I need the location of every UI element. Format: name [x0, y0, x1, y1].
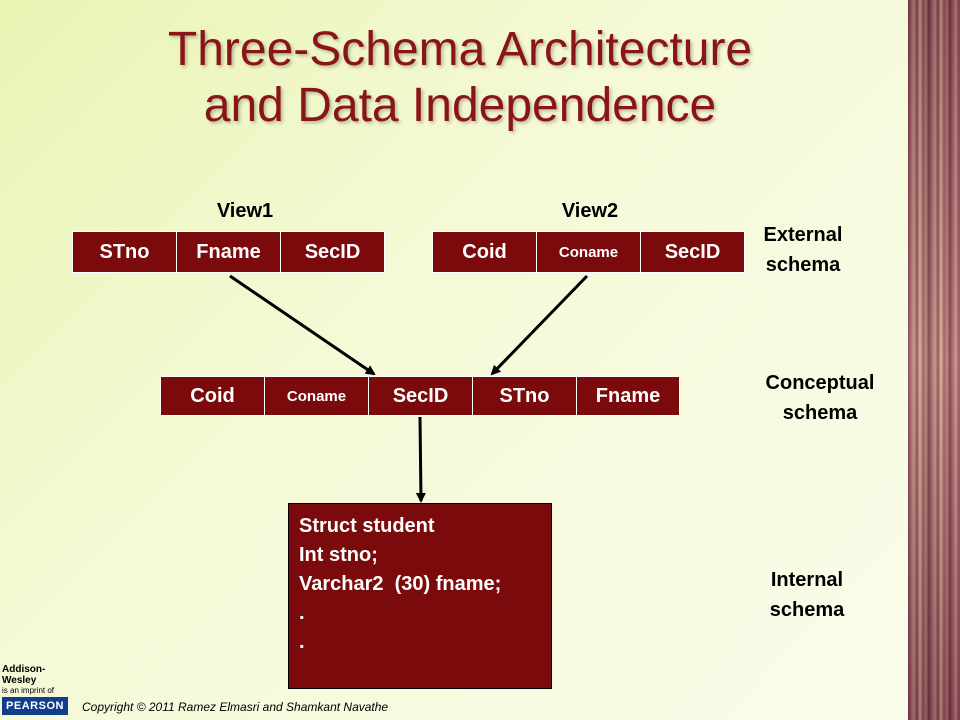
conceptual-schema-line-2: schema — [782, 402, 858, 424]
conceptual-cell-stno: STno — [473, 377, 577, 415]
decorative-edge-strip — [908, 0, 960, 720]
title-line-1: Three-Schema Architecture — [167, 23, 753, 76]
copyright-text: Copyright © 2011 Ramez Elmasri and Shamk… — [82, 700, 389, 714]
external-schema-line-2: schema — [765, 254, 841, 276]
internal-schema-line-1: Internal — [770, 569, 844, 591]
view2-label: View2 — [561, 200, 619, 222]
code-line-3: Varchar2 (30) fname; — [299, 573, 502, 595]
view1-cell-stno: STno — [73, 232, 177, 272]
logo-imprint-text: is an imprint of — [2, 686, 55, 695]
internal-schema-line-2: schema — [769, 599, 845, 621]
code-line-5: . — [299, 631, 305, 653]
view2-table: Coid Coname SecID — [432, 231, 745, 273]
view1-cell-fname: Fname — [177, 232, 281, 272]
external-schema-line-1: External — [763, 224, 843, 246]
external-schema-label: External schema — [748, 220, 858, 280]
conceptual-schema-label: Conceptual schema — [745, 368, 895, 428]
publisher-logo: Addison-Wesley is an imprint of PEARSON — [2, 664, 72, 718]
conceptual-table: Coid Coname SecID STno Fname — [160, 376, 680, 416]
internal-schema-label: Internal schema — [752, 565, 862, 625]
code-line-4: . — [299, 602, 305, 624]
slide-title: Three-Schema Architecture and Data Indep… — [60, 22, 860, 134]
view1-table: STno Fname SecID — [72, 231, 385, 273]
logo-brand: PEARSON — [2, 697, 68, 715]
view1-cell-secid: SecID — [281, 232, 384, 272]
logo-publisher-name: Addison-Wesley — [2, 664, 46, 686]
arrow-conceptual-to-internal — [415, 416, 426, 503]
code-line-2: Int stno; — [299, 544, 378, 566]
title-line-2: and Data Independence — [203, 79, 717, 132]
conceptual-cell-coid: Coid — [161, 377, 265, 415]
view1-label: View1 — [216, 200, 274, 222]
view2-cell-coname: Coname — [537, 232, 641, 272]
arrow-view1-to-conceptual — [229, 274, 376, 376]
conceptual-schema-line-1: Conceptual — [765, 372, 875, 394]
view2-cell-secid: SecID — [641, 232, 744, 272]
internal-schema-box: Struct student Int stno; Varchar2 (30) f… — [288, 503, 552, 689]
view2-cell-coid: Coid — [433, 232, 537, 272]
conceptual-cell-secid: SecID — [369, 377, 473, 415]
code-line-1: Struct student — [299, 515, 435, 537]
conceptual-cell-coname: Coname — [265, 377, 369, 415]
conceptual-cell-fname: Fname — [577, 377, 679, 415]
arrow-view2-to-conceptual — [490, 274, 589, 376]
